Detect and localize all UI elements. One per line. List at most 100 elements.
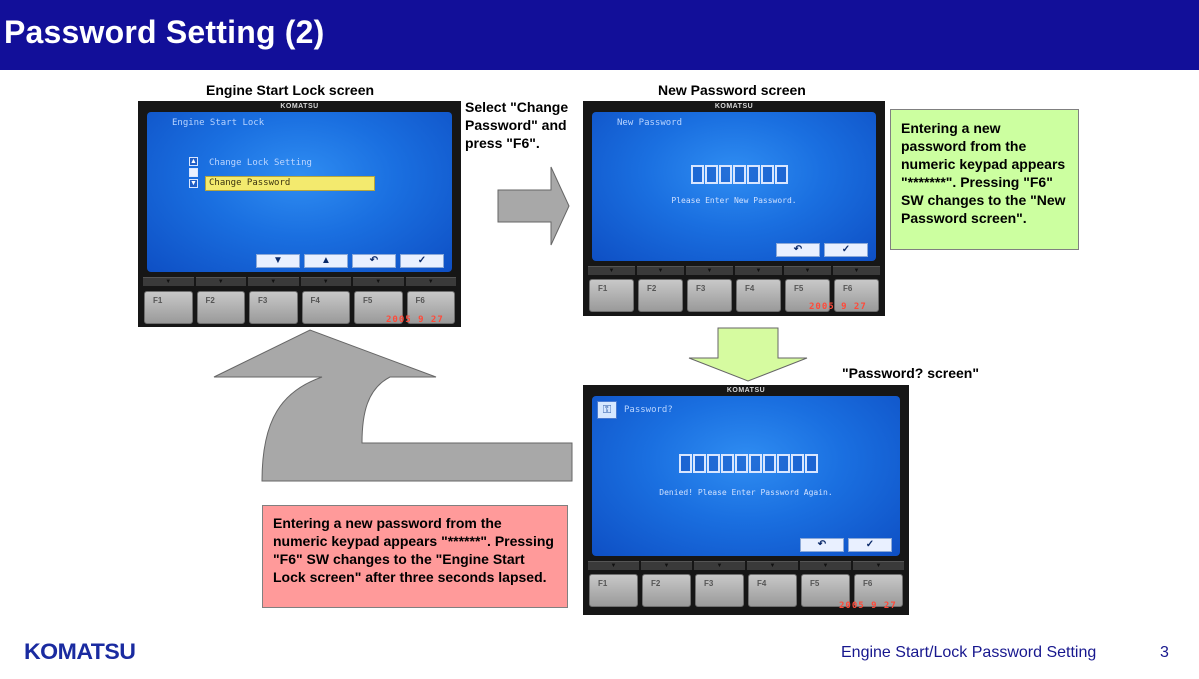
lcd-screen: New Password Please Enter New Password. … [592,112,876,261]
page-number: 3 [1160,644,1169,661]
password-digit-box [721,454,734,473]
password-digit-box [719,165,732,184]
menu-item-change-lock-setting: Change Lock Setting [209,158,312,168]
function-keys: F1 F2 F3 F4 F5 F6 [587,279,881,312]
strip-mark: ▼ [143,277,194,286]
softkey-down-icon: ▼ [256,254,300,268]
password-digit-box [679,454,692,473]
function-key-f1: F1 [589,574,638,607]
title-bar: Password Setting (2) [0,0,1199,70]
function-key-f3: F3 [687,279,732,312]
monitor-password-query: KOMATSU ⚿ Password? Denied! Please Enter… [583,385,909,615]
date-stamp: 2005 9 27 [839,601,897,611]
function-key-f5: F5 [785,279,830,312]
function-key-strip: ▼ ▼ ▼ ▼ ▼ ▼ [142,277,457,286]
password-digit-box [791,454,804,473]
menu-item-change-password: Change Password [205,176,375,191]
function-keys: F1 F2 F3 F4 F5 F6 [142,291,457,324]
password-entry-boxes [679,454,819,473]
strip-mark: ▼ [588,266,635,275]
password-digit-box [777,454,790,473]
return-arrow-icon [213,329,573,482]
password-digit-box [691,165,704,184]
strip-mark: ▼ [641,561,692,570]
lcd-screen-title: New Password [617,118,683,128]
caption-password-query: "Password? screen" [842,365,979,381]
function-key-f4: F4 [736,279,781,312]
footer-title: Engine Start/Lock Password Setting [841,644,1097,661]
lcd-screen: Engine Start Lock ▲ ▼ Change Lock Settin… [147,112,452,272]
password-digit-box [693,454,706,473]
password-digit-box [749,454,762,473]
softkey-bar: ↶ ✓ [772,243,868,257]
password-digit-box [733,165,746,184]
komatsu-logo: KOMATSU [24,639,136,664]
lcd-screen-title: Engine Start Lock [172,118,265,128]
down-arrow-icon [688,327,808,382]
password-key-icon: ⚿ [597,401,617,419]
softkey-confirm-icon: ✓ [848,538,892,552]
function-key-strip: ▼ ▼ ▼ ▼ ▼ ▼ [587,561,905,570]
note-new-password-text: Entering a new password from the numeric… [901,120,1066,226]
strip-mark: ▼ [300,277,351,286]
softkey-bar: ▼ ▲ ↶ ✓ [252,254,444,268]
strip-mark: ▼ [353,277,404,286]
scroll-up-icon: ▲ [189,157,198,166]
softkey-bar: ↶ ✓ [796,538,892,552]
strip-mark: ▼ [686,266,733,275]
function-key-f4: F4 [301,291,350,324]
password-digit-box [763,454,776,473]
function-key-f5: F5 [354,291,403,324]
scroll-track-icon [189,168,198,177]
strip-mark: ▼ [853,561,904,570]
slide-title: Password Setting (2) [4,14,325,50]
softkey-return-icon: ↶ [776,243,820,257]
note-new-password: Entering a new password from the numeric… [890,109,1079,250]
function-keys: F1 F2 F3 F4 F5 F6 [587,574,905,607]
instruction-select-change: Select "Change Password" and press "F6". [465,99,569,151]
caption-engine-start-lock: Engine Start Lock screen [206,82,375,98]
softkey-confirm-icon: ✓ [824,243,868,257]
function-key-f3: F3 [249,291,298,324]
monitor-brand: KOMATSU [714,103,754,110]
strip-mark: ▼ [588,561,639,570]
function-key-f6: F6 [406,291,455,324]
softkey-confirm-icon: ✓ [400,254,444,268]
function-key-f2: F2 [196,291,245,324]
monitor-new-password: KOMATSU New Password Please Enter New Pa… [583,101,885,316]
function-key-f2: F2 [638,279,683,312]
function-key-f6: F6 [834,279,879,312]
strip-mark: ▼ [747,561,798,570]
function-key-f6: F6 [854,574,903,607]
password-digit-box [775,165,788,184]
strip-mark: ▼ [735,266,782,275]
monitor-engine-start-lock: KOMATSU Engine Start Lock ▲ ▼ Change Loc… [138,101,461,327]
softkey-return-icon: ↶ [352,254,396,268]
softkey-up-icon: ▲ [304,254,348,268]
function-key-f1: F1 [589,279,634,312]
function-key-f3: F3 [695,574,744,607]
strip-mark: ▼ [833,266,880,275]
strip-mark: ▼ [195,277,246,286]
note-engine-lock-return: Entering a new password from the numeric… [262,505,568,608]
date-stamp: 2005 9 27 [386,315,444,325]
scroll-down-icon: ▼ [189,179,198,188]
right-arrow-icon [497,166,570,246]
monitor-brand: KOMATSU [726,387,766,394]
password-digit-box [705,165,718,184]
lcd-screen-title: Password? [624,405,673,415]
password-digit-box [735,454,748,473]
caption-new-password: New Password screen [658,82,806,98]
password-digit-box [761,165,774,184]
lcd-screen: ⚿ Password? Denied! Please Enter Passwor… [592,396,900,556]
password-entry-boxes [691,165,789,184]
lcd-message: Please Enter New Password. [671,196,797,205]
strip-mark: ▼ [800,561,851,570]
password-digit-box [747,165,760,184]
function-key-f5: F5 [801,574,850,607]
lcd-message: Denied! Please Enter Password Again. [659,488,833,497]
date-stamp: 2005 9 27 [809,302,867,312]
function-key-strip: ▼ ▼ ▼ ▼ ▼ ▼ [587,266,881,275]
monitor-brand: KOMATSU [280,103,319,110]
strip-mark: ▼ [405,277,456,286]
